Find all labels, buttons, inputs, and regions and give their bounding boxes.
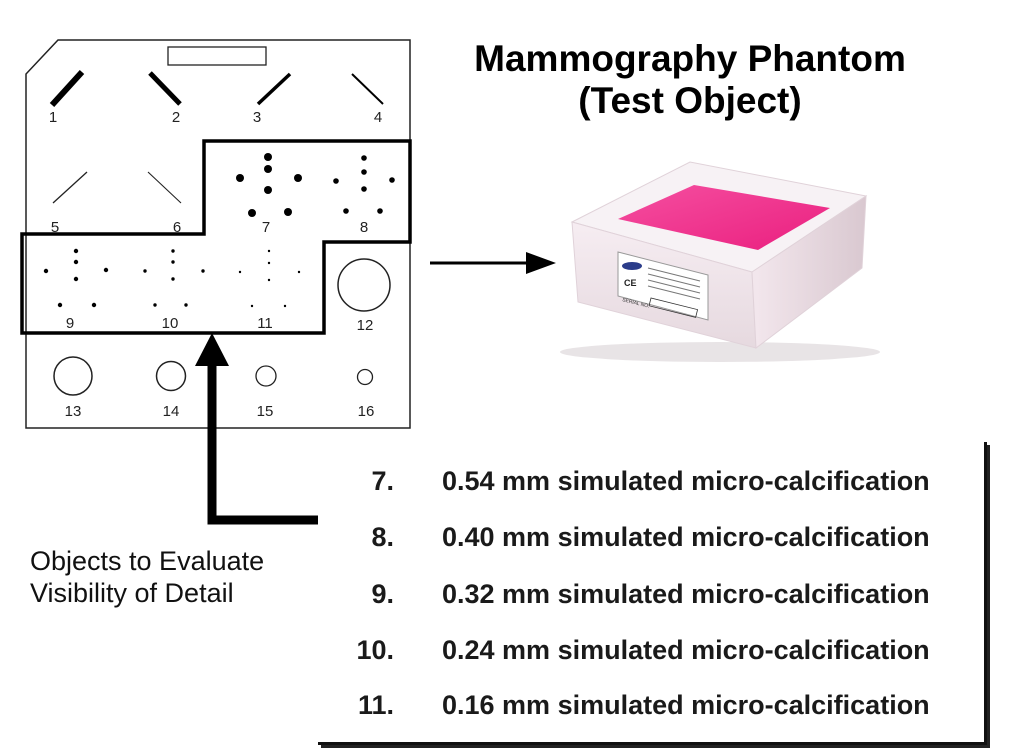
speck-group-7 (236, 153, 302, 217)
list-item-description: 0.16 mm simulated micro-calcification (442, 690, 930, 720)
list-item-number: 10. (356, 635, 394, 665)
list-item: 8. 0.40 mm simulated micro-calcification (318, 522, 984, 562)
mass-12 (337, 258, 391, 312)
speck-group-9 (43, 248, 109, 308)
label-4: 4 (374, 109, 382, 126)
label-3: 3 (253, 109, 261, 126)
caption-line-1: Objects to Evaluate (30, 546, 265, 576)
label-6: 6 (173, 219, 181, 236)
label-16: 16 (358, 403, 375, 420)
phantom-block-right (751, 195, 867, 349)
label-11: 11 (257, 315, 273, 332)
list-item-description: 0.54 mm simulated micro-calcification (442, 466, 930, 496)
speck-group-8 (333, 155, 395, 214)
detail-list-box: 7. 0.54 mm simulated micro-calcification… (318, 442, 987, 745)
right-arrow (430, 252, 556, 274)
list-item: 11. 0.16 mm simulated micro-calcificatio… (318, 690, 984, 730)
list-item: 7. 0.54 mm simulated micro-calcification (318, 466, 984, 506)
fiber-6 (147, 171, 182, 204)
fiber-2 (148, 71, 182, 106)
product-label (617, 251, 709, 321)
ce-mark: CE (624, 278, 637, 288)
fiber-4 (351, 73, 384, 105)
label-2: 2 (172, 109, 180, 126)
list-item-number: 11. (357, 690, 394, 720)
label-15: 15 (257, 403, 274, 420)
list-item-description: 0.24 mm simulated micro-calcification (442, 635, 930, 665)
list-item-number: 8. (371, 522, 394, 552)
mass-15 (255, 365, 277, 387)
pink-insert (618, 185, 830, 250)
list-item-description: 0.40 mm simulated micro-calcification (442, 522, 930, 552)
pointer-arrow (195, 333, 318, 525)
phantom-number-labels: 1 2 3 4 5 6 7 8 9 10 11 12 13 14 15 16 (49, 109, 382, 420)
phantom-outline (25, 39, 411, 429)
label-9: 9 (66, 315, 74, 332)
mass-13 (53, 356, 93, 396)
phantom-label-slot (167, 46, 267, 66)
label-10: 10 (162, 315, 179, 332)
speck-group-11 (238, 249, 301, 308)
label-8: 8 (360, 219, 368, 236)
caption-line-2: Visibility of Detail (30, 578, 234, 608)
speck-group-10 (143, 249, 205, 307)
list-item: 9. 0.32 mm simulated micro-calcification (318, 579, 984, 619)
label-13: 13 (65, 403, 82, 420)
fiber-1 (49, 69, 85, 108)
list-item-number: 7. (371, 466, 394, 496)
label-12: 12 (357, 317, 374, 334)
title-line-1: Mammography Phantom (474, 38, 906, 79)
mass-16 (356, 368, 374, 386)
label-14: 14 (163, 403, 180, 420)
label-1: 1 (49, 109, 57, 126)
list-item-description: 0.32 mm simulated micro-calcification (442, 579, 930, 609)
label-5: 5 (51, 219, 59, 236)
highlight-region (20, 139, 412, 335)
fiber-3 (256, 72, 292, 106)
mass-14 (155, 360, 187, 392)
list-item-number: 9. (371, 579, 394, 609)
label-7: 7 (262, 219, 270, 236)
title-line-2: (Test Object) (578, 80, 802, 121)
fiber-5 (52, 171, 88, 204)
phantom-photo: CE SERIAL NO. (560, 161, 880, 362)
list-item: 10. 0.24 mm simulated micro-calcificatio… (318, 635, 984, 675)
